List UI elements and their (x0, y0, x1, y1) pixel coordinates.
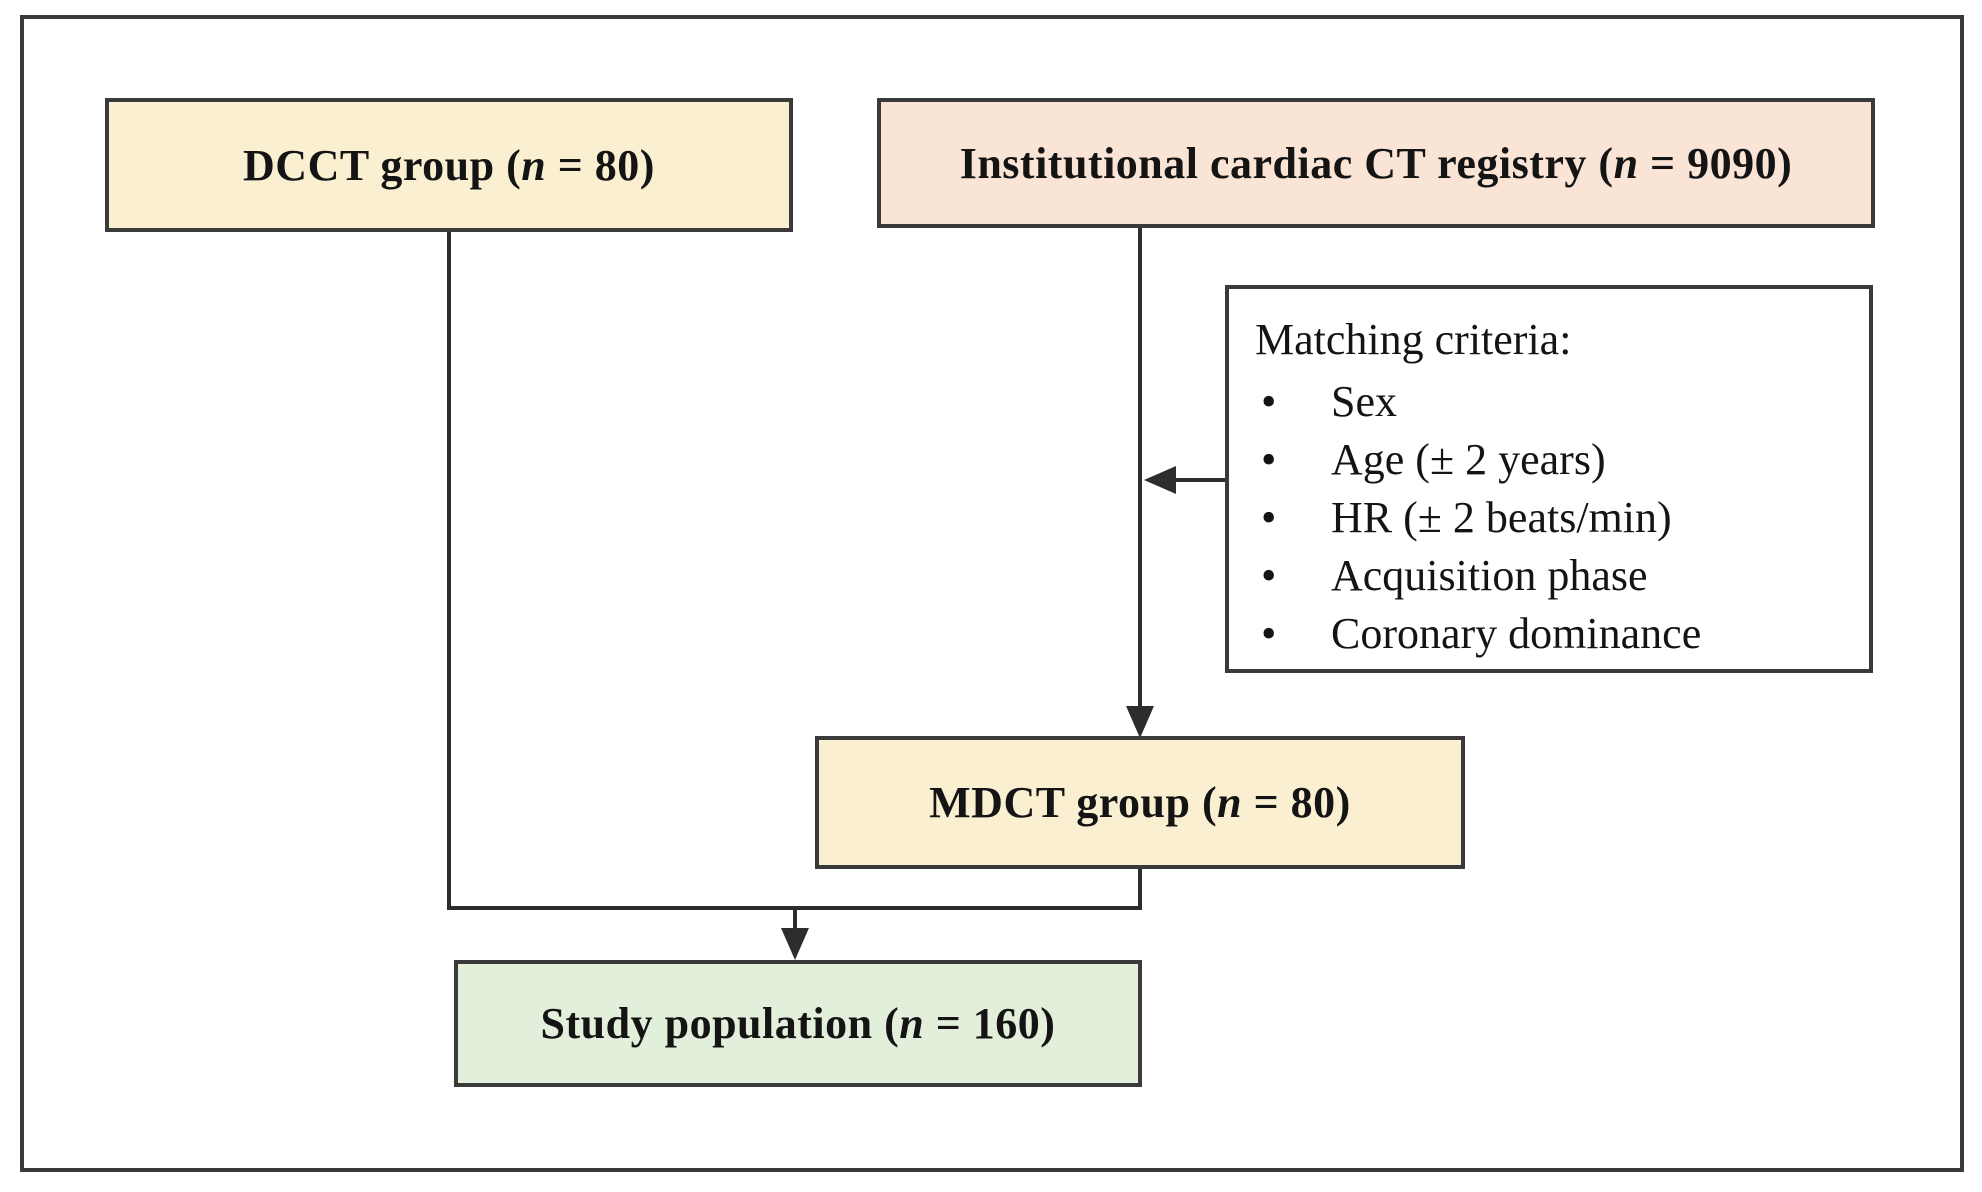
matching-item-label: Acquisition phase (1331, 551, 1648, 600)
list-item: • Age (± 2 years) (1255, 431, 1859, 489)
matching-criteria-list: • Sex • Age (± 2 years) • HR (± 2 beats/… (1255, 373, 1859, 663)
bullet-icon: • (1261, 493, 1277, 542)
arrowhead-left-icon (1144, 466, 1176, 494)
registry-label-prefix: Institutional cardiac CT registry ( (959, 138, 1614, 188)
bullet-icon: • (1261, 551, 1277, 600)
registry-box: Institutional cardiac CT registry (n = 9… (877, 98, 1875, 228)
study-label-prefix: Study population ( (540, 999, 900, 1048)
dcct-label-n: n (521, 140, 547, 190)
matching-criteria-box: Matching criteria: • Sex • Age (± 2 year… (1225, 285, 1873, 673)
list-item: • Acquisition phase (1255, 547, 1859, 605)
arrowhead-down-mdct-icon (1126, 706, 1154, 738)
matching-item-label: Sex (1331, 377, 1397, 426)
mdct-group-label: MDCT group (n = 80) (929, 777, 1351, 828)
list-item: • Coronary dominance (1255, 605, 1859, 663)
study-label-suffix: = 160) (924, 999, 1056, 1048)
mdct-label-prefix: MDCT group ( (929, 778, 1218, 827)
bullet-icon: • (1261, 377, 1277, 426)
study-label-n: n (899, 999, 925, 1048)
list-item: • Sex (1255, 373, 1859, 431)
arrowhead-down-study-icon (781, 928, 809, 960)
mdct-label-n: n (1217, 778, 1243, 827)
registry-label-suffix: = 9090) (1638, 138, 1793, 188)
dcct-label-suffix: = 80) (546, 140, 655, 190)
dcct-label-prefix: DCCT group ( (243, 140, 522, 190)
bullet-icon: • (1261, 435, 1277, 484)
matching-criteria-title: Matching criteria: (1255, 315, 1572, 364)
bullet-icon: • (1261, 609, 1277, 658)
matching-item-label: Age (± 2 years) (1331, 435, 1606, 484)
matching-item-label: HR (± 2 beats/min) (1331, 493, 1672, 542)
study-population-label: Study population (n = 160) (541, 998, 1056, 1049)
dcct-group-box: DCCT group (n = 80) (105, 98, 793, 232)
registry-label: Institutional cardiac CT registry (n = 9… (960, 138, 1793, 189)
mdct-group-box: MDCT group (n = 80) (815, 736, 1465, 869)
registry-label-n: n (1613, 138, 1639, 188)
mdct-label-suffix: = 80) (1242, 778, 1351, 827)
dcct-group-label: DCCT group (n = 80) (243, 140, 655, 191)
matching-item-label: Coronary dominance (1331, 609, 1702, 658)
study-population-box: Study population (n = 160) (454, 960, 1142, 1087)
list-item: • HR (± 2 beats/min) (1255, 489, 1859, 547)
